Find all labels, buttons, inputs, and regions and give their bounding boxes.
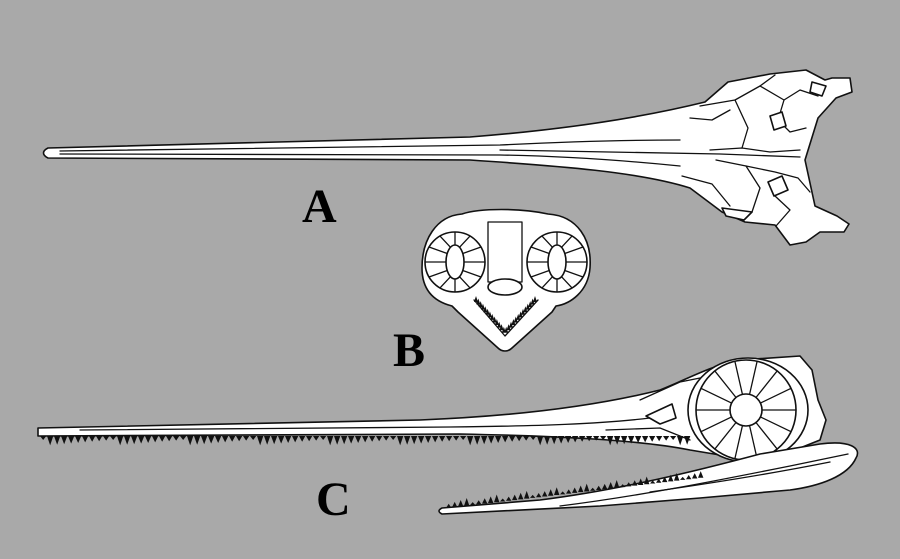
sclerotic-plate-line	[459, 276, 471, 289]
panel-a-fenestra	[767, 175, 789, 197]
sclerotic-plate-line	[760, 416, 792, 433]
panel-a-suture	[689, 109, 731, 121]
tooth-row	[40, 436, 691, 446]
sclerotic-plate-line	[564, 269, 584, 278]
sclerotic-plate-line	[428, 269, 448, 278]
sclerotic-plate-line	[561, 276, 573, 289]
sclerotic-plate-line	[714, 370, 737, 398]
panel-a-fenestra	[721, 207, 753, 221]
panel-a-fenestra	[769, 111, 787, 131]
sclerotic-plate-line	[428, 246, 448, 255]
sclerotic-plate-line	[734, 425, 744, 459]
panel-b-left-pupil	[445, 244, 465, 280]
sclerotic-plate-line	[459, 235, 471, 248]
panel-c-label: C	[316, 473, 351, 526]
panel-b-interorbital	[487, 221, 523, 283]
panel-c-suture	[639, 377, 701, 401]
panel-b-teeth	[474, 296, 537, 333]
panel-a-suture	[709, 147, 801, 153]
sclerotic-plate-line	[561, 235, 573, 248]
panel-a-midline	[499, 149, 801, 158]
sclerotic-plate-line	[734, 361, 744, 395]
panel-c-upper-teeth	[40, 436, 691, 446]
panel-a-label: A	[302, 180, 337, 233]
sclerotic-plate-line	[760, 387, 792, 404]
panel-c-lateral-skull: C	[37, 355, 859, 526]
tooth-row	[474, 296, 537, 333]
panel-b-left-ring-plates	[425, 232, 485, 292]
panel-c-preorbital-fenestra	[645, 403, 677, 425]
sclerotic-plate-line	[439, 276, 451, 289]
sclerotic-plate-line	[714, 422, 737, 450]
panel-c-mandible	[438, 442, 859, 515]
tooth-row	[446, 471, 704, 508]
sclerotic-plate-line	[541, 276, 553, 289]
panel-c-pupil	[729, 393, 763, 427]
sclerotic-plate-line	[755, 370, 778, 398]
panel-a-suture	[681, 175, 731, 207]
sclerotic-plate-line	[748, 361, 758, 395]
panel-c-mandible-line	[649, 461, 831, 493]
sclerotic-plate-line	[755, 422, 778, 450]
panel-a-rostrum-line-upper	[59, 139, 681, 152]
panel-a-rostrum-line-lower	[59, 153, 681, 167]
panel-a-suture	[699, 74, 776, 107]
panel-b-anterior-skull: B	[393, 208, 591, 377]
sclerotic-plate-line	[564, 246, 584, 255]
panel-a-suture	[715, 159, 761, 213]
panel-c-rostrum-line	[79, 417, 651, 431]
sclerotic-plate-line	[700, 387, 732, 404]
panel-a-suture	[745, 165, 811, 193]
panel-a-skull-outline	[42, 69, 853, 246]
panel-b-label: B	[393, 324, 425, 377]
sclerotic-plate-line	[439, 235, 451, 248]
panel-b-right-ring-plates	[527, 232, 587, 292]
sclerotic-plate-line	[530, 246, 550, 255]
panel-b-median-knob	[487, 278, 523, 296]
panel-a-dorsal-skull: A	[42, 69, 853, 246]
panel-a-suture	[783, 89, 819, 101]
sclerotic-plate-line	[462, 269, 482, 278]
panel-a-suture	[774, 195, 791, 227]
sclerotic-plate-line	[541, 235, 553, 248]
panel-c-ring-plates	[696, 361, 796, 459]
sclerotic-plate-line	[530, 269, 550, 278]
panel-c-lower-teeth	[446, 471, 704, 508]
panel-a-suture	[734, 99, 749, 149]
sclerotic-plate-line	[462, 246, 482, 255]
sclerotic-plate-line	[748, 425, 758, 459]
sclerotic-plate-line	[700, 416, 732, 433]
panel-b-right-pupil	[547, 244, 567, 280]
panel-a-fenestra	[809, 81, 827, 97]
